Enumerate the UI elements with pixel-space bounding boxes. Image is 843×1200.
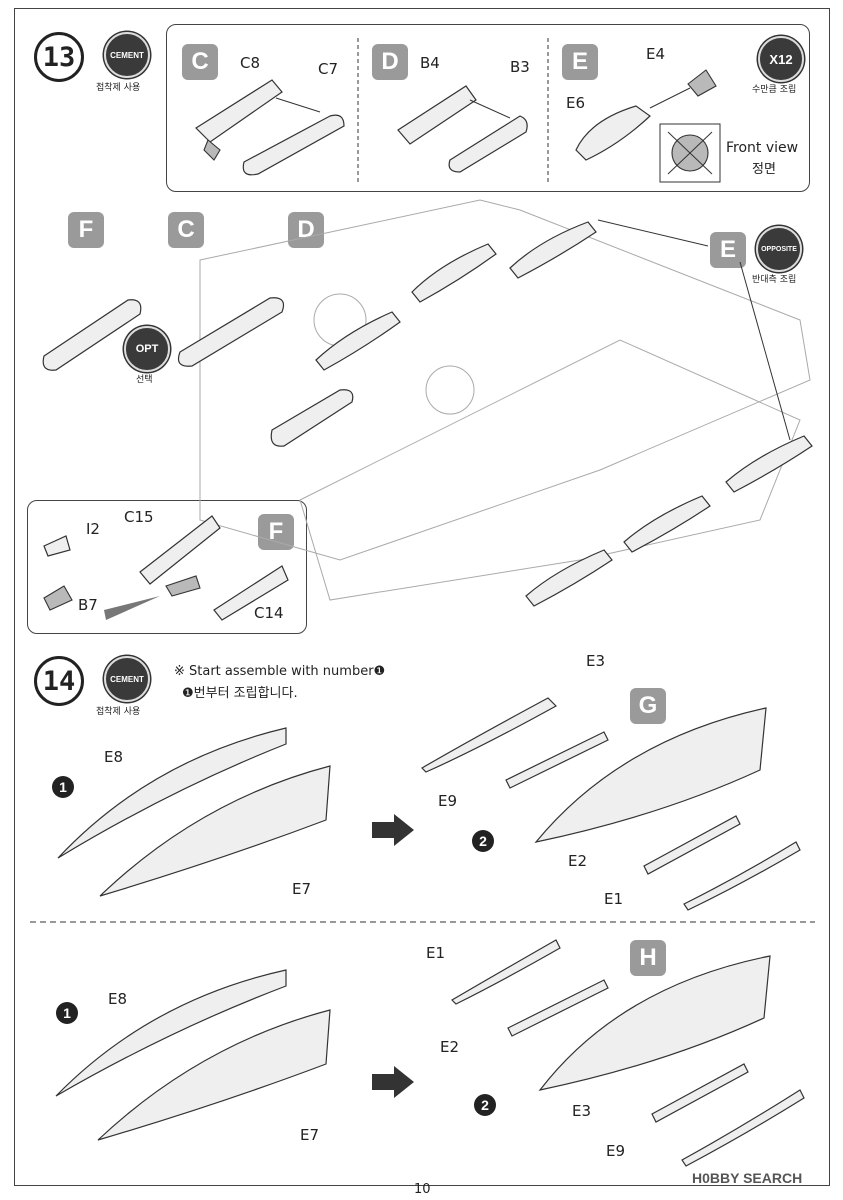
cement-caption-step14: 접착제 사용: [96, 707, 141, 717]
part-label-e9-bottom: E9: [606, 1142, 626, 1160]
opposite-badge: OPPOSITE: [756, 226, 802, 272]
aircraft-wing-drawing: [199, 199, 811, 601]
cement-badge: CEMENT: [104, 32, 150, 78]
callout-f-letter: F: [68, 212, 104, 248]
tank-half-e7-top: [99, 765, 331, 897]
page-frame: [14, 8, 830, 1186]
stage-1-marker-top: 1: [52, 776, 74, 798]
front-view-frame: [659, 123, 721, 183]
part-c14-drawing: [213, 565, 289, 621]
part-label-e8-bottom: E8: [108, 990, 128, 1008]
part-label-e8-top: E8: [104, 748, 124, 766]
tank-assembled-g: [534, 707, 767, 843]
part-label-b3: B3: [510, 58, 530, 76]
part-label-e9-top: E9: [438, 792, 458, 810]
launcher-b3-drawing: [448, 115, 528, 173]
opt-caption: 선택: [136, 375, 153, 385]
panel-d-letter: D: [372, 44, 408, 80]
part-label-b4: B4: [420, 54, 440, 72]
tank-half-e8-top: [57, 727, 287, 859]
pod-f-main: [42, 299, 142, 371]
part-label-e1-top: E1: [604, 890, 624, 908]
callout-d-letter: D: [288, 212, 324, 248]
part-i2-drawing: [43, 535, 71, 557]
part-label-i2: I2: [86, 520, 100, 538]
part-label-c14: C14: [254, 604, 284, 622]
step-13-number: 13: [34, 32, 84, 82]
front-view-label-en: Front view: [726, 140, 799, 156]
part-label-e2-bottom: E2: [440, 1038, 460, 1056]
rail-e2-bottom: [507, 979, 609, 1037]
x12-caption: 수만큼 조립: [752, 85, 797, 95]
rail-e3-bottom: [651, 1063, 749, 1123]
bomb-main-2: [509, 221, 597, 279]
rail-e3-top: [505, 731, 609, 789]
part-label-e6: E6: [566, 94, 586, 112]
subassembly-f-letter: F: [258, 514, 294, 550]
missile-e9-bottom: [681, 1089, 805, 1167]
assembly-note-en: ※ Start assemble with number❶: [174, 664, 386, 679]
missile-e1-top: [683, 841, 801, 911]
assembly-note-ko: ❶번부터 조립합니다.: [182, 686, 298, 701]
bomb-main-4: [725, 435, 813, 493]
panel-c-letter: C: [182, 44, 218, 80]
arrow-top: [372, 814, 414, 846]
watermark: H0BBY SEARCH: [692, 1170, 803, 1186]
opt-badge: OPT: [124, 326, 170, 372]
part-label-c15: C15: [124, 508, 154, 526]
bomb-main-3: [315, 311, 401, 371]
tank-half-e8-bottom: [55, 969, 287, 1097]
launcher-c7-drawing: [242, 114, 345, 176]
missile-e1-bottom: [451, 939, 561, 1005]
part-label-e4: E4: [646, 45, 666, 63]
arrow-bottom: [372, 1066, 414, 1098]
stage-2-marker-bottom: 2: [474, 1094, 496, 1116]
bomb-main-1: [411, 243, 497, 303]
fin-e4-drawing: [687, 69, 717, 97]
part-label-e1-bottom: E1: [426, 944, 446, 962]
stage-2-marker-top: 2: [472, 830, 494, 852]
part-label-c7: C7: [318, 60, 339, 78]
part-b7-drawing: [43, 585, 73, 611]
bomb-e6-drawing: [575, 105, 651, 161]
pod-c-main: [177, 297, 285, 367]
cement-badge-step14: CEMENT: [104, 656, 150, 702]
subassembly-f-box: [27, 500, 307, 634]
part-label-e3-bottom: E3: [572, 1102, 592, 1120]
page-number: 10: [414, 1182, 431, 1197]
step-14-number: 14: [34, 656, 84, 706]
panel-e-letter: E: [562, 44, 598, 80]
missile-e9-top: [421, 697, 557, 773]
rail-e2-top: [643, 815, 741, 875]
bomb-main-5: [623, 495, 711, 553]
pod-d-main: [270, 389, 354, 447]
letter-g: G: [630, 688, 666, 724]
pylon-b4-drawing: [397, 85, 477, 145]
tank-assembled-h: [538, 955, 771, 1091]
x12-badge: X12: [758, 36, 804, 82]
part-label-e2-top: E2: [568, 852, 588, 870]
tank-half-e7-bottom: [97, 1009, 331, 1141]
part-label-c8: C8: [240, 54, 261, 72]
letter-h: H: [630, 940, 666, 976]
stage-1-marker-bottom: 1: [56, 1002, 78, 1024]
part-label-e7-top: E7: [292, 880, 312, 898]
part-label-e3-top: E3: [586, 652, 606, 670]
part-c15-drawing: [139, 515, 221, 585]
opposite-caption: 반대측 조립: [752, 275, 797, 285]
part-label-e7-bottom: E7: [300, 1126, 320, 1144]
pylon-c8-drawing: [195, 79, 283, 161]
front-view-label-ko: 정면: [752, 162, 776, 177]
callout-c-letter: C: [168, 212, 204, 248]
part-label-b7: B7: [78, 596, 98, 614]
cement-caption: 접착제 사용: [96, 83, 141, 93]
step-13-detail-box: [166, 24, 810, 192]
bomb-main-6: [525, 549, 613, 607]
